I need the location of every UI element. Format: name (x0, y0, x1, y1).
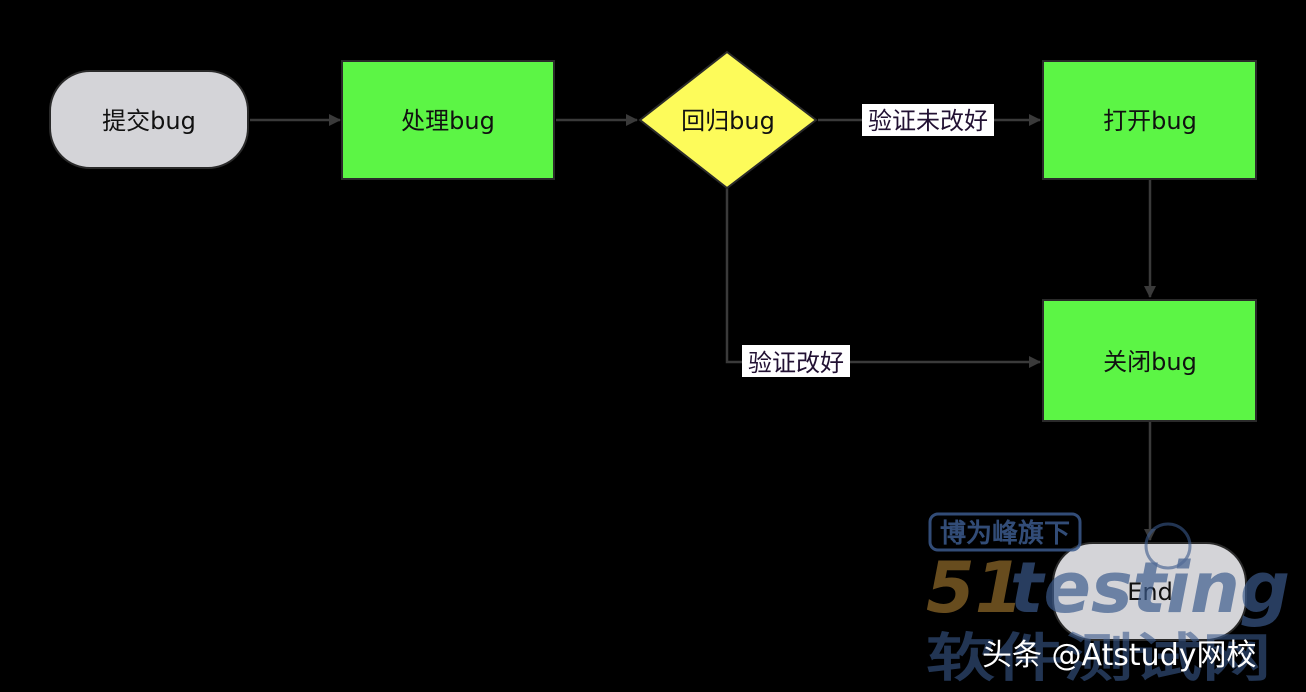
watermark-logo-dot (1144, 522, 1192, 570)
node-close-bug-shape (1042, 299, 1257, 422)
node-open-bug-shape (1042, 60, 1257, 180)
attribution-text: 头条 @Atstudy网校 (982, 638, 1257, 673)
node-regress-bug-shape (638, 50, 818, 190)
node-submit-bug-label: 提交bug (102, 107, 196, 135)
edge-label-not-fixed-bg (862, 104, 994, 136)
edge-regress-to-close (725, 188, 1041, 368)
node-regress-bug: 回归bug (638, 50, 818, 190)
node-end: End (1052, 542, 1247, 641)
node-process-bug-label: 处理bug (401, 107, 495, 135)
node-submit-bug: 提交bug (49, 70, 249, 169)
node-open-bug: 打开bug (1042, 60, 1257, 180)
watermark-logo-number: 51 (926, 547, 1023, 629)
node-end-shape (1052, 542, 1247, 641)
node-open-bug-label: 打开bug (1103, 107, 1197, 135)
edge-label-fixed: 验证改好 (742, 345, 850, 377)
watermark-slogan: 博为峰旗下 (940, 518, 1070, 549)
edge-label-not-fixed-text: 验证未改好 (868, 107, 988, 135)
node-close-bug: 关闭bug (1042, 299, 1257, 422)
edge-label-fixed-bg (742, 345, 850, 377)
node-process-bug-shape (341, 60, 555, 180)
node-end-label: End (1127, 578, 1173, 606)
node-regress-bug-label: 回归bug (681, 107, 775, 135)
watermark-slogan-badge (928, 512, 1082, 552)
edge-label-not-fixed: 验证未改好 (862, 104, 994, 136)
edges (250, 114, 1156, 541)
edge-label-fixed-text: 验证改好 (748, 349, 844, 377)
node-submit-bug-shape (49, 70, 249, 169)
node-process-bug: 处理bug (341, 60, 555, 180)
watermark-subtitle: 软件测试网 (926, 629, 1271, 689)
watermark: 博为峰旗下 51 testing 软件测试网 (926, 512, 1290, 689)
node-close-bug-label: 关闭bug (1103, 348, 1197, 376)
